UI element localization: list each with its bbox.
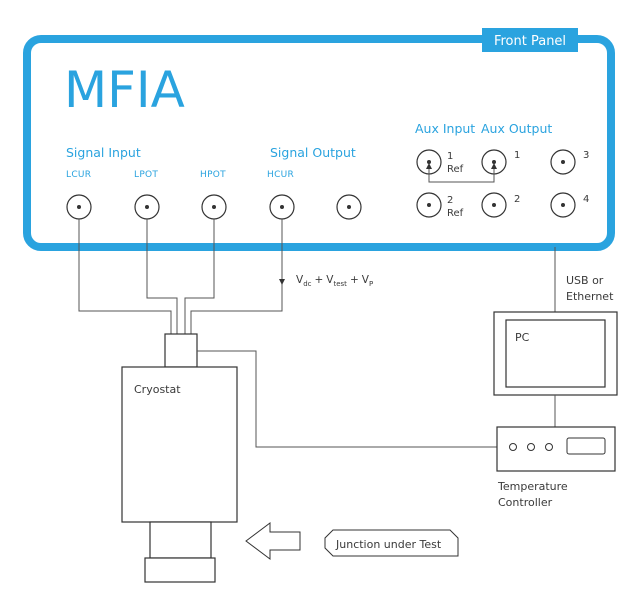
signal-input-heading: Signal Input <box>66 145 141 160</box>
ref-link-wire <box>428 164 495 183</box>
front-panel-tag <box>482 28 578 52</box>
lpot-wire <box>146 219 178 334</box>
temperature-wire <box>197 350 497 448</box>
aux-output-heading: Aux Output <box>481 121 552 136</box>
lcur-connector <box>66 194 92 220</box>
aux-input-1-connector <box>416 149 442 175</box>
lpot-label: LPOT <box>134 170 158 180</box>
controller-knob-1 <box>509 443 517 451</box>
hcur-label: HCUR <box>267 170 294 180</box>
ref-link-arrow-out <box>491 163 497 169</box>
controller-knob-2 <box>527 443 535 451</box>
hpot-wire <box>184 219 215 334</box>
hcur-connector <box>269 194 295 220</box>
cryostat-body <box>121 366 238 523</box>
aux-3-number: 3 <box>583 150 589 161</box>
front-panel-frame <box>23 35 615 251</box>
dut-pointer-arrow <box>245 522 301 560</box>
aux-input-heading: Aux Input <box>415 121 475 136</box>
aux-output-2-connector <box>481 192 507 218</box>
pc-screen <box>505 319 606 388</box>
controller-label-line1: Temperature <box>497 480 568 493</box>
cryostat-feedthrough <box>164 333 198 368</box>
aux-output-2-number: 2 <box>514 194 520 205</box>
instrument-name: MFIA <box>64 61 185 119</box>
controller-display <box>566 437 606 455</box>
voltage-formula: Vdc+Vtest+VP <box>296 274 373 288</box>
aux-input-1-ref: Ref <box>447 164 464 175</box>
aux-3-connector <box>550 149 576 175</box>
aux-4-number: 4 <box>583 194 589 205</box>
lcur-label: LCUR <box>66 170 91 180</box>
aux-input-2-number: 2 <box>447 195 453 206</box>
front-panel-tag-label: Front Panel <box>494 34 566 49</box>
pc-label: PC <box>515 331 530 344</box>
cryostat-neck <box>149 521 212 559</box>
link-line2: Ethernet <box>566 290 614 303</box>
link-line1: USB or <box>566 274 604 287</box>
aux-input-2-ref: Ref <box>447 208 464 219</box>
controller-label-line2: Controller <box>498 496 553 509</box>
dut-tag <box>324 529 459 557</box>
hpot-label: HPOT <box>200 170 226 180</box>
aux-input-2-connector <box>416 192 442 218</box>
signal-output-heading: Signal Output <box>270 145 356 160</box>
aux-input-1-number: 1 <box>447 151 453 162</box>
dut-label: Junction under Test <box>335 538 442 551</box>
hcur-wire <box>190 219 283 334</box>
aux-output-1-number: 1 <box>514 150 520 161</box>
ref-link-arrow <box>426 163 432 169</box>
lpot-connector <box>134 194 160 220</box>
output-arrow <box>279 279 285 285</box>
controller-knob-3 <box>545 443 553 451</box>
lcur-wire <box>78 219 172 334</box>
signal-output-aux-connector <box>336 194 362 220</box>
cryostat-label: Cryostat <box>134 383 181 396</box>
aux-4-connector <box>550 192 576 218</box>
cryostat-base <box>144 557 216 583</box>
hpot-connector <box>201 194 227 220</box>
